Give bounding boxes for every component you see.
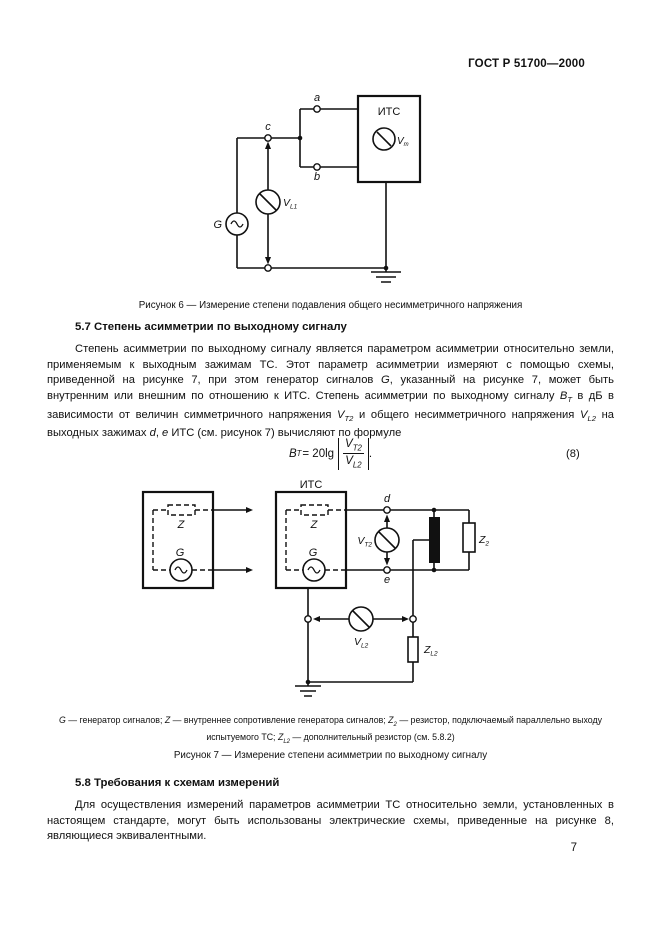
vl2-label: VL2 (354, 636, 369, 650)
arrow-up-icon (384, 514, 390, 522)
terminal-e (383, 566, 391, 574)
arrow-down-icon (265, 257, 271, 265)
terminal-node (304, 615, 312, 623)
formula-lhs: B (288, 447, 297, 460)
label-d: d (384, 493, 391, 505)
equation-number: (8) (566, 448, 580, 460)
figure7-diagram: ИТС Z Z G G d e VТ2 Z2 VL2 ZL2 (141, 480, 489, 697)
label-g: G (176, 547, 185, 559)
label-c: c (265, 121, 271, 133)
its-label: ИТС (378, 106, 401, 118)
arrow-down-icon (384, 558, 390, 566)
voltmeter-icon (372, 127, 396, 151)
resistor-z-its (300, 504, 329, 516)
label-z: Z (177, 519, 186, 531)
section-5-8-paragraph: Для осуществления измерений параметров а… (47, 799, 614, 843)
arrow-right-icon (246, 507, 253, 513)
junction-dot (305, 679, 311, 685)
vl1-label: VL1 (283, 197, 298, 211)
formula-tail: . (368, 447, 373, 460)
label-b: b (314, 171, 320, 183)
label-e: e (384, 574, 390, 586)
arrow-right-icon (402, 616, 409, 622)
standard-number: ГОСТ Р 51700—2000 (468, 58, 585, 70)
z2-label: Z2 (478, 534, 489, 548)
meter-needle (376, 131, 392, 147)
label-g: G (309, 547, 318, 559)
figure7-caption: Рисунок 7 — Измерение степени асимметрии… (173, 750, 488, 761)
arrow-right-icon (246, 567, 253, 573)
label-z: Z (310, 519, 319, 531)
sine-symbol (230, 220, 244, 228)
figure7-footnote: G — генератор сигналов; Z — внутреннее с… (58, 715, 603, 745)
page-number: 7 (570, 842, 577, 854)
label-a: a (314, 92, 320, 104)
its-label: ИТС (300, 480, 323, 491)
terminal-node (409, 615, 417, 623)
resistor-zl2 (407, 636, 419, 663)
generator-icon (169, 558, 193, 582)
terminal-b (313, 163, 321, 171)
terminal-node (264, 264, 272, 272)
resistor-z-left (167, 504, 196, 516)
junction-dot (383, 265, 389, 271)
formula-fraction: VТ2 VL2 (338, 438, 369, 470)
arrow-left-icon (313, 616, 320, 622)
vt2-label: VТ2 (357, 535, 372, 549)
generator-icon (225, 212, 249, 236)
section-5-7-paragraph: Степень асимметрии по выходному сигналу … (47, 343, 615, 440)
terminal-a (313, 105, 321, 113)
junction-dot (431, 567, 437, 573)
sine-symbol (307, 566, 321, 574)
label-g: G (213, 219, 222, 231)
arrow-up-icon (265, 141, 271, 149)
junction-dot (431, 507, 437, 513)
section-5-7-heading: 5.7 Степень асимметрии по выходному сигн… (75, 321, 347, 333)
balance-element (429, 517, 440, 563)
terminal-c (264, 134, 272, 142)
its-box (274, 490, 348, 590)
resistor-z2 (462, 522, 476, 553)
terminal-d (383, 506, 391, 514)
external-generator-box (141, 490, 215, 590)
section-5-8-heading: 5.8 Требования к схемам измерений (75, 777, 280, 789)
junction-dot (297, 135, 303, 141)
figure6-diagram: ИТС a b c G Vт VL1 (213, 92, 422, 283)
zl2-label: ZL2 (423, 644, 438, 658)
its-box (356, 94, 422, 184)
figure6-caption: Рисунок 6 — Измерение степени подавления… (138, 300, 523, 311)
generator-icon (302, 558, 326, 582)
sine-symbol (174, 566, 188, 574)
meter-v-label: Vт (397, 136, 409, 148)
formula-operator: = 20lg (302, 447, 335, 460)
